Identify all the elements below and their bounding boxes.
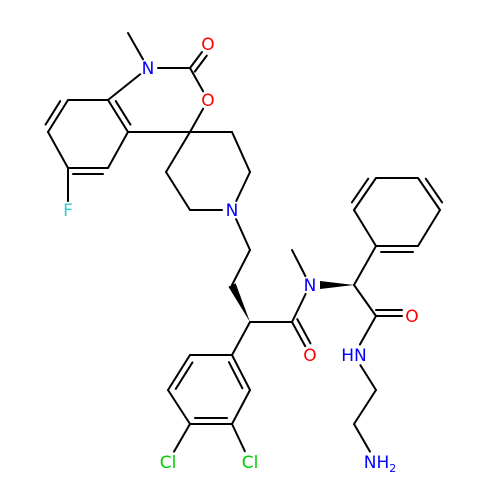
bond-81 (417, 209, 441, 247)
bond-27 (165, 171, 191, 211)
bond-10 (198, 107, 205, 117)
bond-19 (44, 100, 62, 126)
bond-43 (291, 302, 302, 323)
bond-64 (167, 389, 191, 425)
atom-label-nh-amide: HN (341, 346, 367, 366)
bond-67 (231, 389, 251, 425)
atom-label-o-carbonyl-ring: O (201, 35, 214, 55)
bond-59 (364, 442, 371, 453)
bond-45 (300, 266, 307, 278)
bond-79 (417, 177, 441, 211)
bond-0 (127, 32, 139, 52)
atom-label-o-amide-2: O (405, 307, 418, 327)
bond-14 (114, 100, 132, 126)
bond-57 (353, 389, 377, 425)
bond-46 (291, 249, 302, 269)
bond-70 (178, 423, 191, 444)
bond-73 (240, 442, 246, 453)
bond-48 (353, 284, 377, 317)
bond-6 (193, 62, 202, 73)
bond-23 (107, 131, 129, 169)
wedge-bond-37 (228, 283, 250, 322)
bond-74 (353, 245, 377, 286)
atom-label-f-aryl: F (63, 201, 73, 221)
bond-26 (165, 131, 191, 173)
bond-20 (47, 131, 69, 169)
atom-label-cl-2: Cl (242, 453, 259, 473)
bond-18 (47, 99, 69, 133)
bonds (44, 32, 444, 453)
atom-label-subscript: 2 (389, 462, 396, 475)
bond-13 (107, 99, 129, 133)
bond-53 (364, 315, 377, 337)
atom-label-n-piperidine: N (226, 201, 239, 221)
bond-11 (189, 115, 200, 133)
atom-label-n-methyl-ring: N (142, 59, 155, 79)
bond-30 (235, 190, 242, 202)
bond-40 (300, 337, 307, 348)
bond-60 (231, 321, 251, 356)
bond-55 (359, 364, 366, 374)
bond-77 (350, 177, 370, 204)
bond-16 (127, 73, 142, 85)
bond-5 (198, 51, 203, 57)
atom-label-o-amide-1: O (303, 346, 316, 366)
bond-54 (358, 334, 366, 346)
atom-label-n-amide: N (304, 276, 317, 296)
wedge-bond-47 (320, 281, 354, 289)
bond-41 (296, 318, 305, 333)
bond-31 (240, 171, 251, 192)
bond-58 (353, 423, 366, 444)
bond-7 (199, 54, 208, 65)
atom-label-cl-1: Cl (160, 453, 177, 473)
bond-63 (174, 361, 194, 390)
bond-76 (353, 177, 377, 211)
bond-71 (173, 442, 180, 453)
bond-72 (231, 423, 242, 444)
atom-label-nh2-amine: NH2 (364, 453, 397, 475)
bond-8 (189, 67, 200, 85)
bond-68 (231, 354, 251, 391)
bond-1 (137, 49, 145, 61)
atom-labels: N O O F N N O O HN NH2 Cl Cl (63, 35, 419, 475)
bond-75 (353, 209, 377, 247)
bond-39 (291, 321, 302, 340)
bond-56 (364, 371, 377, 391)
bond-9 (198, 83, 205, 93)
bond-42 (302, 330, 312, 345)
bond-32 (231, 131, 251, 173)
bond-62 (167, 354, 191, 391)
atom-label-o-ring: O (201, 91, 214, 111)
bond-34 (235, 218, 242, 231)
bond-15 (107, 83, 129, 101)
bond-35 (240, 229, 251, 251)
bond-44 (300, 292, 307, 305)
bond-80 (424, 177, 444, 204)
bond-36 (231, 249, 251, 286)
bond-69 (227, 361, 244, 390)
bond-4 (189, 55, 200, 69)
